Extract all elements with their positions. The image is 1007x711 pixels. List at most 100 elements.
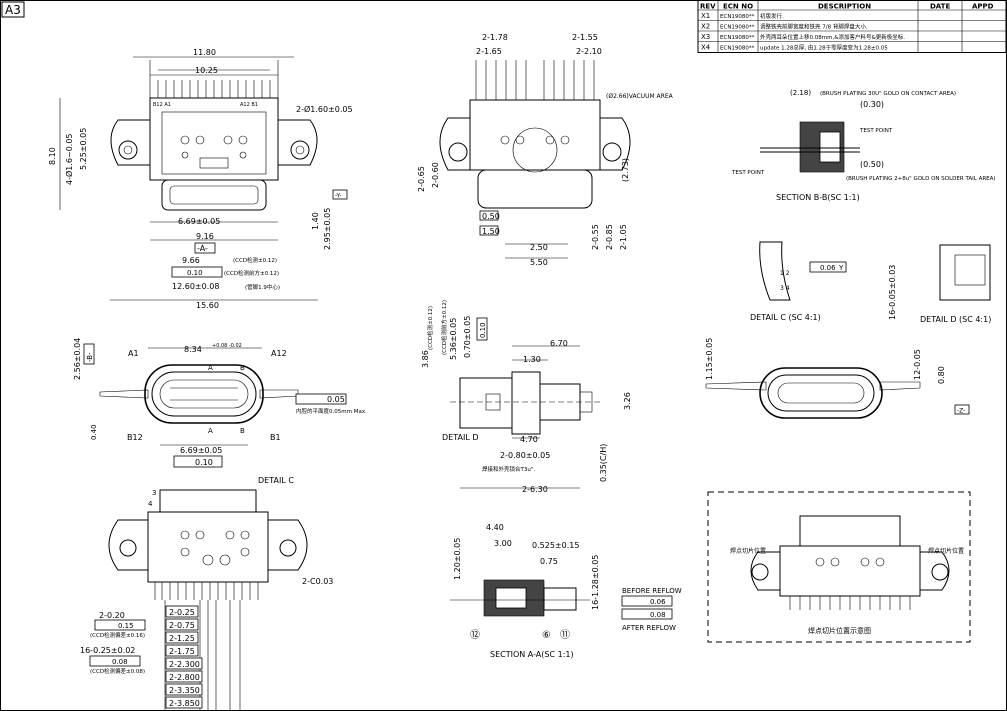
brush-top: (BRUSH PLATING 30U" GOLD ON CONTACT AREA… bbox=[820, 91, 956, 97]
pitch-label: 2-3.850 bbox=[169, 699, 200, 708]
tol-0-08: 0.08 bbox=[112, 658, 128, 666]
dim-2-1-78: 2-1.78 bbox=[482, 33, 508, 42]
front-view: A1 A12 B12 B1 A A B B 8.34 +0.08 -0.02 2… bbox=[73, 338, 367, 468]
label-b-bottom: B bbox=[240, 427, 245, 435]
side-view: (CCD检测±0.12) (CCD检测前方±0.12) 3.86 5.36±0.… bbox=[421, 300, 632, 494]
dim-2-73: (2.73) bbox=[621, 158, 630, 182]
rev-cell: X2 bbox=[701, 23, 710, 31]
dim-3-00: 3.00 bbox=[494, 539, 512, 548]
dim-2-0-85: 2-0.85 bbox=[605, 224, 614, 250]
dim-1-30: 1.30 bbox=[523, 355, 541, 364]
note-12-60: (管脚1.9中心) bbox=[245, 283, 280, 291]
dim-11-80: 11.80 bbox=[193, 48, 216, 57]
label-b-top: B bbox=[240, 364, 245, 372]
dim-8-34: 8.34 bbox=[184, 345, 202, 354]
dim-15-60: 15.60 bbox=[196, 301, 219, 310]
description-cell: 调整铁壳前脚宽度和铁壳 7/8 背脚焊盘大小. bbox=[760, 23, 868, 31]
weld-note: 焊接和外壳锁合T3u". bbox=[482, 465, 535, 473]
tol-0-10-side: 0.10 bbox=[479, 322, 487, 338]
dim-1-20: 1.20±0.05 bbox=[453, 538, 462, 580]
dim-2-0-65: 2-0.65 bbox=[417, 166, 426, 192]
pitch-label: 2-2.300 bbox=[169, 660, 200, 669]
pin-label-right: A12 B1 bbox=[240, 102, 258, 108]
label-a-bottom: A bbox=[208, 427, 213, 435]
detail-d-label: DETAIL D bbox=[442, 433, 478, 442]
test-point-right: TEST POINT bbox=[859, 128, 893, 134]
pin-a1: A1 bbox=[128, 349, 139, 358]
dim-9-66: 9.66 bbox=[182, 256, 200, 265]
tol-0-10: 0.10 bbox=[187, 269, 203, 277]
dim-2-95: 2.95±0.05 bbox=[323, 208, 332, 250]
tol-0-15: 0.15 bbox=[118, 622, 134, 630]
balloon-6: ⑥ bbox=[542, 630, 551, 641]
dim-2-0-55: 2-0.55 bbox=[591, 224, 600, 250]
dim-0-70: 0.70±0.05 bbox=[463, 316, 472, 358]
pitch-label: 2-1.25 bbox=[169, 634, 195, 643]
flatness-value: 0.05 bbox=[327, 395, 345, 404]
section-bb-view: (2.18) (BRUSH PLATING 30U" GOLD ON CONTA… bbox=[731, 89, 996, 202]
dim-1-40: 1.40 bbox=[311, 212, 320, 230]
description-header: DESCRIPTION bbox=[818, 3, 871, 11]
dim-6-70: 6.70 bbox=[550, 339, 568, 348]
description-cell: update 1.28总厚, 由1.28于零厚度变为1.28±0.05 bbox=[760, 44, 888, 52]
pitch-label: 2-2.800 bbox=[169, 673, 200, 682]
dim-0-35: 0.35(C/H) bbox=[599, 444, 608, 482]
description-cell: 外壳两耳朵位置上移0.08mm,&添加客户料号&更新极坐标. bbox=[760, 33, 905, 41]
pitch-label: 2-1.75 bbox=[169, 647, 195, 656]
before-reflow: BEFORE REFLOW bbox=[622, 587, 682, 595]
pitch-label: 2-0.75 bbox=[169, 621, 195, 630]
inset-view: 焊点切片位置 焊点切片位置 焊点切片位置示意图 bbox=[707, 491, 971, 643]
dim-16-0-05: 16-0.05±0.03 bbox=[888, 265, 897, 320]
section-bb-title: SECTION B-B(SC 1:1) bbox=[776, 193, 860, 202]
appd-header: APPD bbox=[972, 3, 994, 11]
dim-2-6-30: 2-6.30 bbox=[522, 485, 548, 494]
bottom-left-view: DETAIL C 3 4 2-C0.03 2-0.20 0.15 (CCD检测偏… bbox=[80, 476, 333, 711]
dim-2-1-65: 2-1.65 bbox=[476, 47, 502, 56]
sheet-size-box bbox=[1, 1, 25, 18]
top-left-view: 11.80 10.25 B12 A1 A12 B1 2-Ø1.60±0.05 8… bbox=[48, 48, 353, 310]
balloon-12: ⑫ bbox=[470, 629, 480, 641]
tol-after: 0.08 bbox=[650, 611, 666, 619]
dim-2-56: 2.56±0.04 bbox=[73, 338, 82, 380]
ccd-0-16: (CCD检测偏差±0.16) bbox=[90, 631, 145, 639]
dim-16-1-28: 16-1.28±0.05 bbox=[591, 555, 600, 610]
ccd-note-a: (CCD检测±0.12) bbox=[426, 306, 434, 350]
dim-5-36: 5.36±0.05 bbox=[449, 318, 458, 360]
pin-a12: A12 bbox=[271, 349, 287, 358]
dim-0-525: 0.525±0.15 bbox=[532, 541, 579, 550]
rev-cell: X3 bbox=[701, 33, 710, 41]
tol-0-10-front: 0.10 bbox=[195, 458, 213, 467]
dim-2-0-60: 2-0.60 bbox=[431, 162, 440, 188]
dim-8-34-tol: +0.08 -0.02 bbox=[212, 343, 242, 349]
dim-2-0-20: 2-0.20 bbox=[99, 611, 125, 620]
inset-caption: 焊点切片位置示意图 bbox=[808, 626, 871, 635]
datum-a: -A- bbox=[197, 244, 208, 253]
top-middle-view: 2-1.78 2-1.65 2-1.55 2-2.10 (Ø2.66)VACUU… bbox=[417, 33, 674, 267]
dim-6-69: 6.69±0.05 bbox=[178, 217, 220, 226]
vacuum-area: (Ø2.66)VACUUM AREA bbox=[606, 93, 674, 100]
detail-c-title: DETAIL C (SC 4:1) bbox=[750, 313, 821, 322]
description-cell: 初版发行. bbox=[760, 12, 784, 20]
datum-y: -Y- bbox=[335, 193, 342, 200]
label-a-top: A bbox=[208, 364, 213, 372]
dim-3-86: 3.86 bbox=[421, 350, 430, 368]
rev-cell: X1 bbox=[701, 12, 710, 20]
dim-1-15: 1.15±0.05 bbox=[705, 338, 714, 380]
detail-c-label: DETAIL C bbox=[258, 476, 294, 485]
datum-b: -B- bbox=[86, 352, 94, 362]
dim-2-1-55: 2-1.55 bbox=[572, 33, 598, 42]
datum-z: -Z- bbox=[957, 408, 965, 415]
inset-label-right: 焊点切片位置 bbox=[928, 547, 964, 555]
dim-4-40: 4.40 bbox=[486, 523, 504, 532]
flatness-note: 内腔的平面度0.05mm Max. bbox=[296, 407, 367, 415]
pin-b1: B1 bbox=[270, 433, 281, 442]
ecn-cell: ECN19080** bbox=[720, 35, 755, 41]
section-aa-view: 4.40 3.00 0.525±0.15 0.75 1.20±0.05 16-1… bbox=[450, 523, 682, 659]
ccd-note-b: (CCD检测前方±0.12) bbox=[440, 300, 448, 355]
dim-2-2-10: 2-2.10 bbox=[576, 47, 602, 56]
tol-before: 0.06 bbox=[650, 598, 666, 606]
dim-5-50: 5.50 bbox=[530, 258, 548, 267]
bullet-4: 4 bbox=[148, 500, 153, 508]
dim-0-80: 0.80 bbox=[937, 366, 946, 384]
date-header: DATE bbox=[930, 3, 950, 11]
